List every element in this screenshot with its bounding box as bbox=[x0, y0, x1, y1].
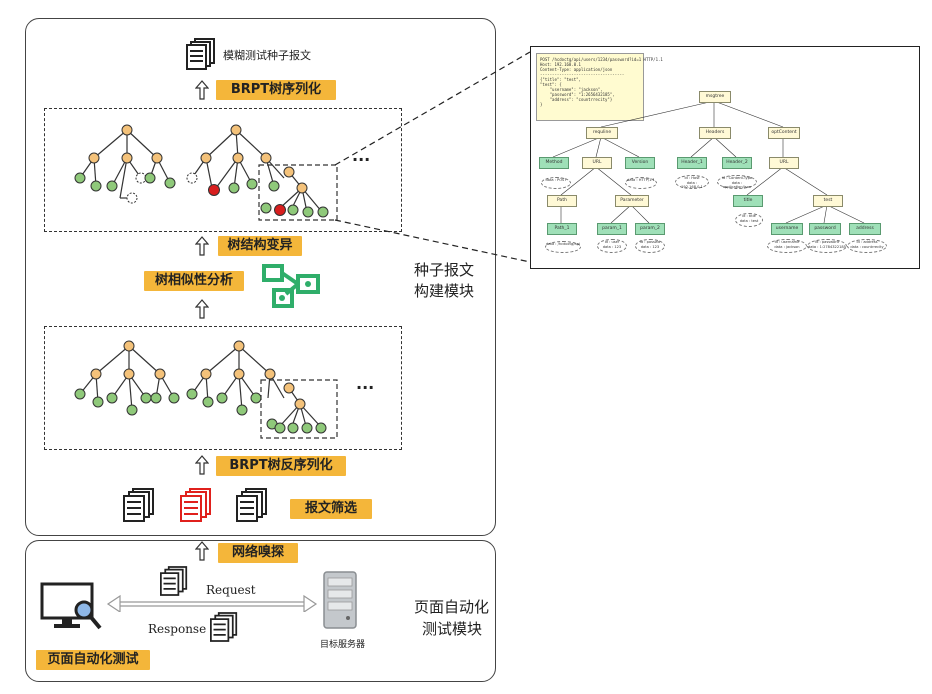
annot-text: data : application/json bbox=[722, 180, 752, 190]
http-message-note: POST /hcdoctg/api/users/1234/password?id… bbox=[536, 53, 663, 121]
monitor-search-icon bbox=[40, 582, 102, 630]
filter-tag: 报文筛选 bbox=[290, 499, 372, 519]
mutated-trees-box bbox=[44, 108, 402, 232]
annot-text: data : 123 bbox=[640, 244, 660, 249]
document-stack-icon bbox=[186, 38, 215, 70]
tree-node-root: msgtree bbox=[699, 91, 731, 103]
tree-node-path1: Path_1 bbox=[547, 223, 577, 235]
annot-text: id : user bbox=[604, 240, 620, 244]
tree-node-param1: param_1 bbox=[597, 223, 627, 235]
tree-node-body: optContent bbox=[768, 127, 800, 139]
request-label: Request bbox=[206, 583, 256, 597]
annot-text: id : title bbox=[742, 214, 756, 218]
tree-node-url: URL bbox=[582, 157, 612, 169]
annot-text: data : 192.168.0.1 bbox=[681, 180, 703, 190]
annot-text: id : Host bbox=[684, 176, 700, 180]
tree-node-param2: param_2 bbox=[635, 223, 665, 235]
tree-node-address: address bbox=[849, 223, 881, 235]
deserialize-tag: BRPT树反序列化 bbox=[216, 456, 346, 476]
tree-node-header1: Header_1 bbox=[677, 157, 707, 169]
document-stack-icon bbox=[123, 488, 154, 522]
document-stack-icon bbox=[236, 488, 267, 522]
annot-text: id : password bbox=[815, 240, 839, 244]
tree-node-title: title bbox=[733, 195, 763, 207]
up-arrow-icon bbox=[195, 299, 209, 319]
brpt-tree-edges bbox=[552, 100, 865, 224]
up-arrow-icon bbox=[195, 236, 209, 256]
annot-text: data : /hcdoctg/api bbox=[546, 242, 580, 246]
tree-node-password: password bbox=[809, 223, 841, 235]
annot-text: id : passwd bbox=[639, 240, 661, 244]
up-arrow-icon bbox=[195, 455, 209, 475]
tree-node-request: requline bbox=[586, 127, 618, 139]
original-trees-box bbox=[44, 326, 402, 450]
tree-node-headers: Headers bbox=[699, 127, 731, 139]
annot-text: id : address bbox=[856, 240, 878, 244]
annot-text: data : jackson bbox=[774, 244, 800, 249]
auto-test-tag: 页面自动化测试 bbox=[36, 650, 150, 670]
annot-text: data : 123 bbox=[602, 244, 622, 249]
tree-node-username: username bbox=[771, 223, 803, 235]
annot-text: data : test bbox=[739, 218, 759, 223]
server-label: 目标服务器 bbox=[320, 640, 366, 650]
annot-text: id : username bbox=[774, 240, 800, 244]
response-label: Response bbox=[148, 622, 207, 636]
serialize-tag: BRPT树序列化 bbox=[216, 80, 336, 100]
tree-node-parameter: Parameter bbox=[615, 195, 649, 207]
annot-version: data : HTTP/1.1 bbox=[625, 177, 657, 189]
seed-module-name-line1: 种子报文 bbox=[414, 261, 475, 279]
response-document-icon bbox=[210, 612, 238, 642]
annot-text: id : Content-Type bbox=[721, 176, 753, 180]
tree-node-json: URL bbox=[769, 157, 799, 169]
mutate-tag: 树结构变异 bbox=[218, 236, 302, 256]
annot-text: data : POST bbox=[545, 178, 567, 182]
original-trees bbox=[74, 340, 338, 439]
ellipsis-top: ··· bbox=[352, 150, 371, 169]
request-document-icon bbox=[160, 566, 188, 596]
annot-text: data : HTTP/1.1 bbox=[627, 178, 655, 182]
ellipsis-bottom: ··· bbox=[356, 378, 375, 397]
tree-similarity-icon bbox=[262, 264, 320, 308]
annot-text: data : countrrecity bbox=[850, 244, 884, 249]
tree-node-method: Method bbox=[539, 157, 569, 169]
sniff-tag: 网络嗅探 bbox=[218, 543, 298, 563]
auto-module-name-line2: 测试模块 bbox=[422, 620, 483, 638]
filtered-document-stack-icon bbox=[180, 488, 211, 522]
similarity-tag: 树相似性分析 bbox=[144, 271, 244, 291]
tree-node-test: test bbox=[813, 195, 843, 207]
brpt-tree-zoom-panel: POST /hcdoctg/api/users/1234/password?id… bbox=[530, 46, 920, 269]
annot-text: data : 1:2784322185 bbox=[808, 244, 846, 249]
seed-module-name-line2: 构建模块 bbox=[414, 282, 475, 300]
annot-path1: data : /hcdoctg/api bbox=[545, 241, 581, 253]
auto-module-name-line1: 页面自动化 bbox=[414, 598, 490, 616]
tree-node-header2: Header_2 bbox=[722, 157, 752, 169]
annot-method: data : POST bbox=[541, 177, 571, 189]
mutated-trees bbox=[74, 124, 338, 221]
tree-node-path: Path bbox=[547, 195, 577, 207]
seed-label: 模糊测试种子报文 bbox=[223, 49, 311, 62]
up-arrow-icon bbox=[195, 80, 209, 100]
server-icon bbox=[323, 571, 357, 629]
tree-node-version: Version bbox=[625, 157, 655, 169]
bidirectional-arrow-icon bbox=[106, 594, 318, 612]
up-arrow-icon bbox=[195, 541, 209, 561]
